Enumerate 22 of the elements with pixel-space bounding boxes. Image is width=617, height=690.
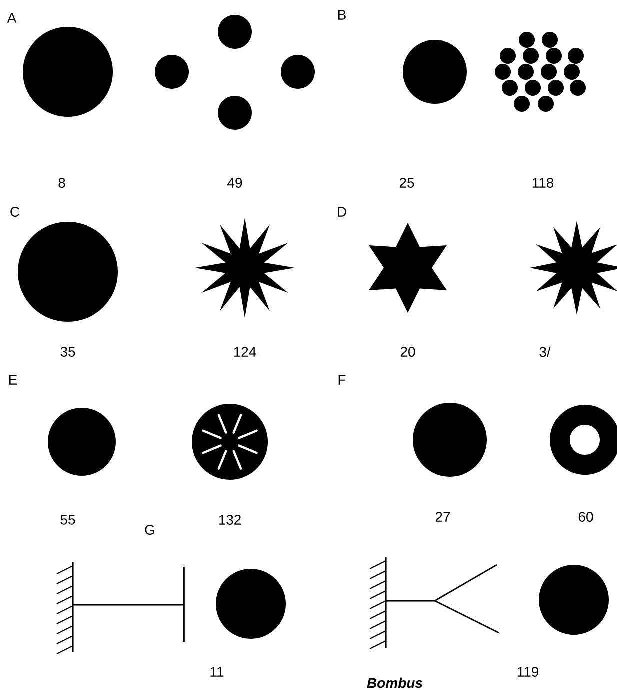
panel-letter: B [338,10,346,20]
panel-letter: G [145,525,154,535]
panel-letter: C [10,207,20,217]
stimulus-number: 60 [578,512,594,522]
stimulus-number: 49 [228,178,242,188]
stimulus-number: 20 [400,347,416,357]
stimulus-number: 118 [532,178,554,188]
stimulus-number: 55 [60,515,76,525]
panel-letter: F [338,375,346,385]
stimulus-number: 25 [400,178,414,188]
genus-label: Bombus [367,678,423,688]
stimulus-number: 27 [436,512,450,522]
panel-letter: A [7,13,17,23]
stimulus-number: 35 [60,347,76,357]
stimulus-number: 11 [210,667,224,677]
stimulus-number: 124 [234,347,256,357]
stimulus-number: 132 [219,515,241,525]
panel-letter: D [338,207,346,217]
stimulus-number: 8 [58,178,66,188]
stimulus-number: 3/ [540,346,551,358]
panel-letter: E [9,375,18,385]
stimulus-number: 119 [518,667,538,677]
